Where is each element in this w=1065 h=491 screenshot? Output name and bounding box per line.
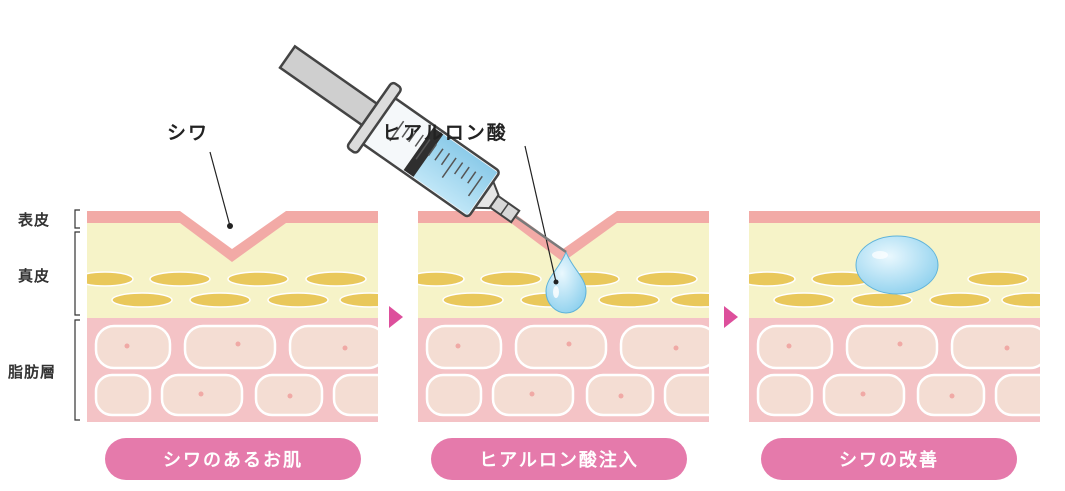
panel-injection (408, 211, 731, 422)
caption-injection: ヒアルロン酸注入 (431, 438, 687, 480)
hyaluronic-filler (856, 236, 938, 294)
layer-brackets (75, 210, 80, 420)
caption-improvement: シワの改善 (761, 438, 1017, 480)
callout-hyaluronic: ヒアルロン酸 (382, 118, 508, 145)
panel-improved-skin (739, 211, 1062, 422)
next-arrow-1 (389, 306, 403, 328)
wrinkle-leader (210, 152, 230, 226)
next-arrow-2 (724, 306, 738, 328)
caption-wrinkled-skin: シワのあるお肌 (105, 438, 361, 480)
label-subcutaneous: 脂肪層 (8, 361, 56, 382)
callout-wrinkle: シワ (167, 118, 209, 145)
label-dermis: 真皮 (18, 265, 50, 286)
panel-wrinkled-skin (77, 211, 400, 422)
label-epidermis: 表皮 (18, 209, 50, 230)
epidermis-layer (749, 211, 1040, 223)
